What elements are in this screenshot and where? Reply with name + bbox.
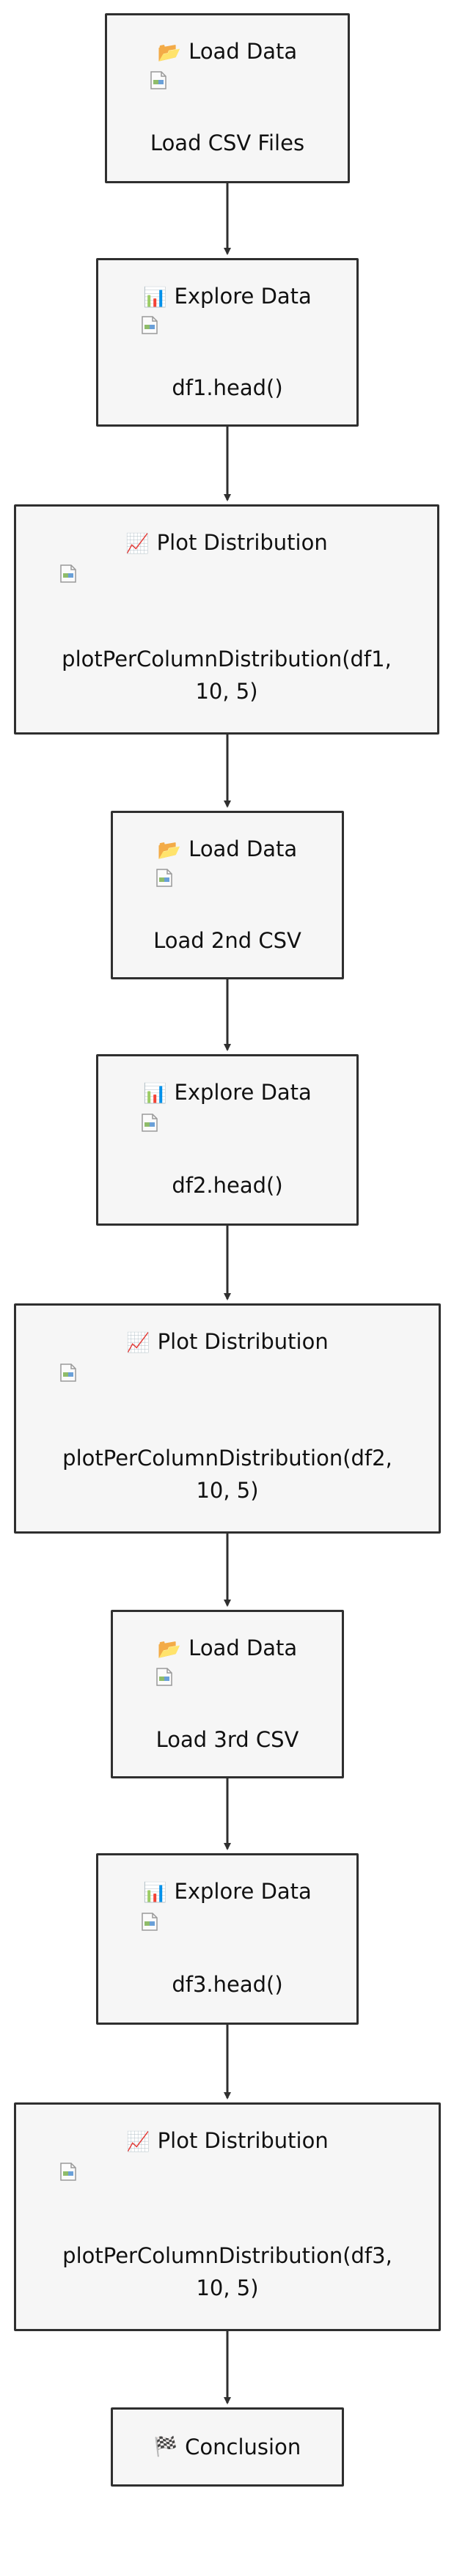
- node-load-data-3: 📂 Load Data Load 3rd CSV: [111, 1610, 344, 1778]
- bar-chart-icon: 📊: [143, 1083, 167, 1105]
- node-header: 📂 Load Data: [113, 1634, 342, 1663]
- broken-image-icon: [150, 71, 166, 89]
- broken-image-icon: [60, 564, 76, 583]
- node-body: Load 2nd CSV: [153, 928, 301, 953]
- node-header: 🏁 Conclusion: [113, 2410, 342, 2484]
- node-explore-data-3: 📊 Explore Data df3.head(): [96, 1853, 359, 2025]
- node-conclusion: 🏁 Conclusion: [111, 2407, 344, 2487]
- folder-icon: 📂: [157, 42, 182, 64]
- node-explore-data-1: 📊 Explore Data df1.head(): [96, 258, 359, 427]
- node-title: Explore Data: [174, 1080, 312, 1105]
- node-title: Plot Distribution: [157, 1329, 329, 1354]
- node-header: 📂 Load Data: [107, 37, 348, 67]
- broken-image-icon: [142, 1913, 158, 1931]
- broken-image-icon: [142, 316, 158, 334]
- node-title: Load Data: [188, 836, 298, 861]
- node-title: Plot Distribution: [157, 2128, 329, 2153]
- broken-image-icon: [60, 1364, 76, 1382]
- node-header: 📈 Plot Distribution: [16, 2127, 439, 2156]
- bar-chart-icon: 📊: [143, 287, 167, 309]
- line-chart-icon: 📈: [125, 533, 150, 555]
- folder-icon: 📂: [157, 839, 182, 861]
- node-body: df2.head(): [172, 1173, 283, 1198]
- node-plot-distribution-3: 📈 Plot Distribution plotPerColumnDistribu…: [14, 2102, 441, 2331]
- node-header: 📂 Load Data: [113, 835, 342, 864]
- node-header: 📈 Plot Distribution: [16, 1328, 439, 1357]
- broken-image-icon: [156, 1668, 172, 1686]
- node-title: Load Data: [188, 1635, 298, 1660]
- node-explore-data-2: 📊 Explore Data df2.head(): [96, 1054, 359, 1226]
- node-body: plotPerColumnDistribution(df2, 10, 5): [62, 1446, 392, 1503]
- node-body: Load CSV Files: [150, 130, 305, 155]
- node-body: Load 3rd CSV: [155, 1727, 299, 1752]
- node-load-data-2: 📂 Load Data Load 2nd CSV: [111, 811, 344, 979]
- folder-icon: 📂: [157, 1638, 182, 1660]
- bar-chart-icon: 📊: [143, 1882, 167, 1904]
- node-title: Load Data: [188, 39, 298, 64]
- node-header: 📊 Explore Data: [98, 282, 356, 312]
- line-chart-icon: 📈: [126, 2131, 150, 2153]
- broken-image-icon: [60, 2163, 76, 2181]
- node-header: 📊 Explore Data: [98, 1877, 356, 1907]
- node-body: df3.head(): [172, 1972, 283, 1997]
- line-chart-icon: 📈: [126, 1332, 150, 1354]
- node-body: plotPerColumnDistribution(df3, 10, 5): [62, 2243, 392, 2300]
- broken-image-icon: [156, 869, 172, 887]
- node-body: plotPerColumnDistribution(df1, 10, 5): [62, 647, 392, 704]
- node-header: 📈 Plot Distribution: [16, 529, 437, 558]
- checkered-flag-icon: 🏁: [153, 2436, 178, 2458]
- broken-image-icon: [142, 1114, 158, 1132]
- node-plot-distribution-2: 📈 Plot Distribution plotPerColumnDistribu…: [14, 1303, 441, 1534]
- node-plot-distribution-1: 📈 Plot Distribution plotPerColumnDistribu…: [14, 504, 439, 735]
- node-body: df1.head(): [172, 375, 283, 400]
- node-title: Explore Data: [174, 284, 312, 309]
- node-title: Plot Distribution: [156, 530, 328, 555]
- node-title: Explore Data: [174, 1879, 312, 1904]
- node-load-data-1: 📂 Load Data Load CSV Files: [105, 13, 350, 183]
- node-header: 📊 Explore Data: [98, 1078, 356, 1108]
- node-title: Conclusion: [185, 2435, 301, 2459]
